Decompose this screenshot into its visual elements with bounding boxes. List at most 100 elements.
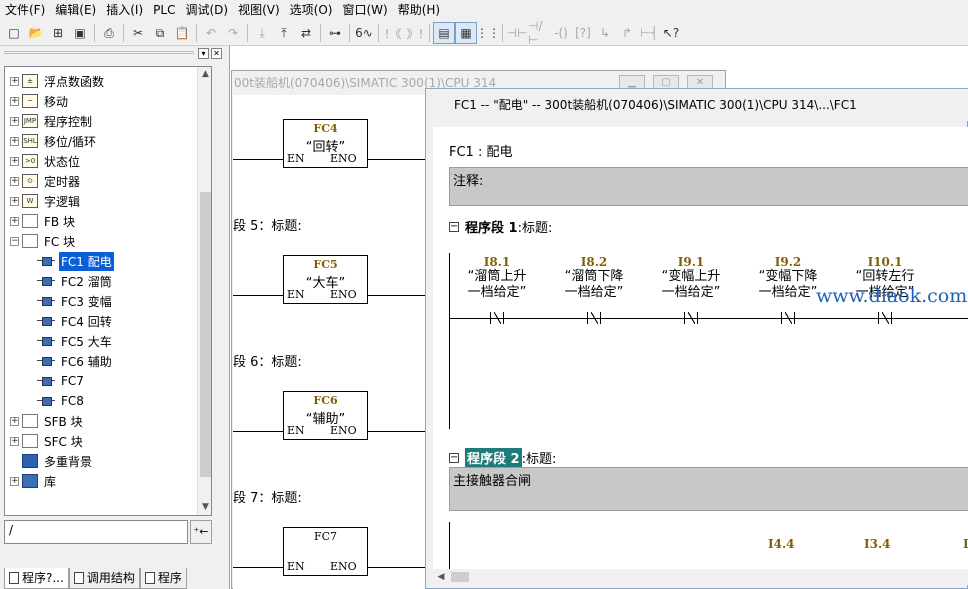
expand-icon[interactable]: + bbox=[10, 135, 19, 146]
nav-back-icon[interactable]: !《 bbox=[384, 26, 402, 41]
tree-item[interactable]: +±浮点数函数 bbox=[10, 71, 106, 91]
nav-forward-icon[interactable]: 》! bbox=[406, 26, 424, 41]
monitor-icon[interactable]: 6∿ bbox=[355, 26, 373, 40]
contact-no-icon[interactable]: ⊣⊢ bbox=[506, 26, 528, 40]
menu-item[interactable]: 插入(I) bbox=[106, 3, 144, 17]
undo-icon[interactable]: ↶ bbox=[205, 26, 217, 40]
expand-icon[interactable]: + bbox=[10, 475, 19, 486]
tree-item[interactable]: FC7 bbox=[37, 371, 86, 391]
tree-item[interactable]: +FB 块 bbox=[10, 211, 77, 231]
tree-item[interactable]: −FC 块 bbox=[10, 231, 77, 251]
tab-program[interactable]: 程序 bbox=[139, 568, 187, 589]
tree-item[interactable]: FC3 变幅 bbox=[37, 291, 114, 311]
panel-grip[interactable] bbox=[4, 51, 194, 54]
menu-item[interactable]: 窗口(W) bbox=[342, 3, 388, 17]
tree-item[interactable]: FC8 bbox=[37, 391, 86, 411]
menu-item[interactable]: 选项(O) bbox=[289, 3, 333, 17]
branch-open-icon[interactable]: ↳ bbox=[599, 26, 611, 40]
menu-item[interactable]: PLC bbox=[153, 3, 176, 17]
scroll-down-icon[interactable]: ▼ bbox=[202, 502, 209, 512]
catalog-search-input[interactable]: / bbox=[4, 520, 188, 544]
panel-dropdown-icon[interactable]: ▾ bbox=[198, 47, 209, 59]
expand-icon[interactable]: + bbox=[10, 155, 19, 166]
contact-nc-icon[interactable]: ⊣/⊢ bbox=[528, 19, 543, 47]
scroll-up-icon[interactable]: ▲ bbox=[202, 69, 209, 79]
nc-contact[interactable]: I10.1“回转左行一档给定” bbox=[837, 255, 933, 301]
branch-close-icon[interactable]: ↱ bbox=[621, 26, 633, 40]
block-comment-field[interactable]: 注释: bbox=[449, 167, 968, 206]
tree-scrollbar[interactable]: ▲ ▼ bbox=[197, 67, 211, 515]
expand-icon[interactable]: + bbox=[10, 415, 19, 426]
nc-contact[interactable]: I9.2“变幅下降一档给定” bbox=[740, 255, 836, 301]
tree-item[interactable]: +⊙定时器 bbox=[10, 171, 82, 191]
empty-box-icon[interactable]: [?] bbox=[575, 26, 591, 40]
copy-icon[interactable]: ⧉ bbox=[155, 25, 165, 40]
download-icon[interactable]: ⤓ bbox=[259, 25, 265, 40]
network-1-header[interactable]: − 程序段 1 :标题: bbox=[449, 217, 552, 236]
paste-icon[interactable]: 📋 bbox=[174, 26, 190, 40]
accessible-nodes-icon[interactable]: ⊞ bbox=[52, 26, 64, 40]
print-icon[interactable]: ⎙ bbox=[104, 25, 114, 40]
editor-hscrollbar[interactable]: ◀ bbox=[433, 569, 968, 585]
help-icon[interactable]: ↖? bbox=[662, 26, 680, 40]
network-icon[interactable]: ⊶ bbox=[329, 26, 341, 40]
redo-icon[interactable]: ↷ bbox=[227, 26, 239, 40]
tree-item[interactable]: +SFC 块 bbox=[10, 431, 85, 451]
new-icon[interactable]: □ bbox=[8, 26, 20, 40]
cut-icon[interactable]: ✂ bbox=[132, 26, 144, 40]
tab-call-structure[interactable]: 调用结构 bbox=[68, 568, 140, 589]
view-lad-icon[interactable]: ▤ bbox=[433, 22, 455, 44]
menu-item[interactable]: 帮助(H) bbox=[397, 3, 441, 17]
tree-item[interactable]: FC1 配电 bbox=[37, 251, 114, 271]
tree-item[interactable]: FC5 大车 bbox=[37, 331, 114, 351]
panel-close-icon[interactable]: ✕ bbox=[211, 47, 222, 59]
expand-icon[interactable]: + bbox=[10, 75, 19, 86]
expand-icon[interactable]: + bbox=[10, 435, 19, 446]
scroll-left-icon[interactable]: ◀ bbox=[437, 572, 445, 582]
tree-item[interactable]: FC2 溜筒 bbox=[37, 271, 114, 291]
tree-item[interactable]: +SFB 块 bbox=[10, 411, 85, 431]
nc-contact[interactable]: I9.1“变幅上升一档给定” bbox=[643, 255, 739, 301]
menu-item[interactable]: 调试(D) bbox=[185, 3, 229, 17]
expand-icon[interactable]: + bbox=[10, 115, 19, 126]
collapse-icon[interactable]: − bbox=[449, 451, 459, 463]
collapse-icon[interactable]: − bbox=[10, 235, 19, 246]
overview-icon[interactable]: ⋮⋮ bbox=[476, 26, 500, 40]
menu-item[interactable]: 文件(F) bbox=[5, 3, 46, 17]
hscroll-thumb[interactable] bbox=[451, 572, 469, 582]
nc-contact[interactable]: I8.1“溜筒上升一档给定” bbox=[449, 255, 545, 301]
tree-item[interactable]: FC4 回转 bbox=[37, 311, 114, 331]
scroll-thumb[interactable] bbox=[200, 192, 211, 477]
view-stl-icon[interactable]: ▦ bbox=[455, 22, 477, 44]
tree-item[interactable]: +库 bbox=[10, 471, 58, 491]
menu-item[interactable]: 视图(V) bbox=[238, 3, 280, 17]
upload-icon[interactable]: ⤒ bbox=[281, 25, 287, 40]
expand-icon[interactable]: + bbox=[10, 175, 19, 186]
expand-icon[interactable]: + bbox=[10, 215, 19, 226]
toggle-icon[interactable]: ⇄ bbox=[300, 26, 312, 40]
expand-icon[interactable]: + bbox=[10, 195, 19, 206]
coil-icon[interactable]: -() bbox=[554, 26, 568, 40]
tab-program-elements[interactable]: 程序?... bbox=[4, 568, 69, 589]
network-2-comment[interactable]: 主接触器合闸 bbox=[449, 467, 968, 511]
save-icon[interactable]: ▣ bbox=[74, 26, 86, 40]
insert-element-button[interactable]: ⁺← bbox=[190, 520, 212, 544]
nc-contact[interactable]: I“回 bbox=[934, 255, 968, 285]
tree-item[interactable]: FC6 辅助 bbox=[37, 351, 114, 371]
expand-icon[interactable]: + bbox=[10, 95, 19, 106]
tree-item[interactable]: 多重背景 bbox=[10, 451, 94, 471]
open-icon[interactable]: 📂 bbox=[28, 26, 44, 40]
menu-item[interactable]: 编辑(E) bbox=[55, 3, 97, 17]
network-2-header[interactable]: − 程序段 2 :标题: bbox=[449, 448, 556, 467]
fc1-editor-window[interactable]: FC1 -- "配电" -- 300t装船机(070406)\SIMATIC 3… bbox=[425, 88, 968, 589]
collapse-icon[interactable]: − bbox=[449, 220, 459, 232]
nc-contact[interactable]: I8.2“溜筒下降一档给定” bbox=[546, 255, 642, 301]
tree-item[interactable]: +~移动 bbox=[10, 91, 70, 111]
